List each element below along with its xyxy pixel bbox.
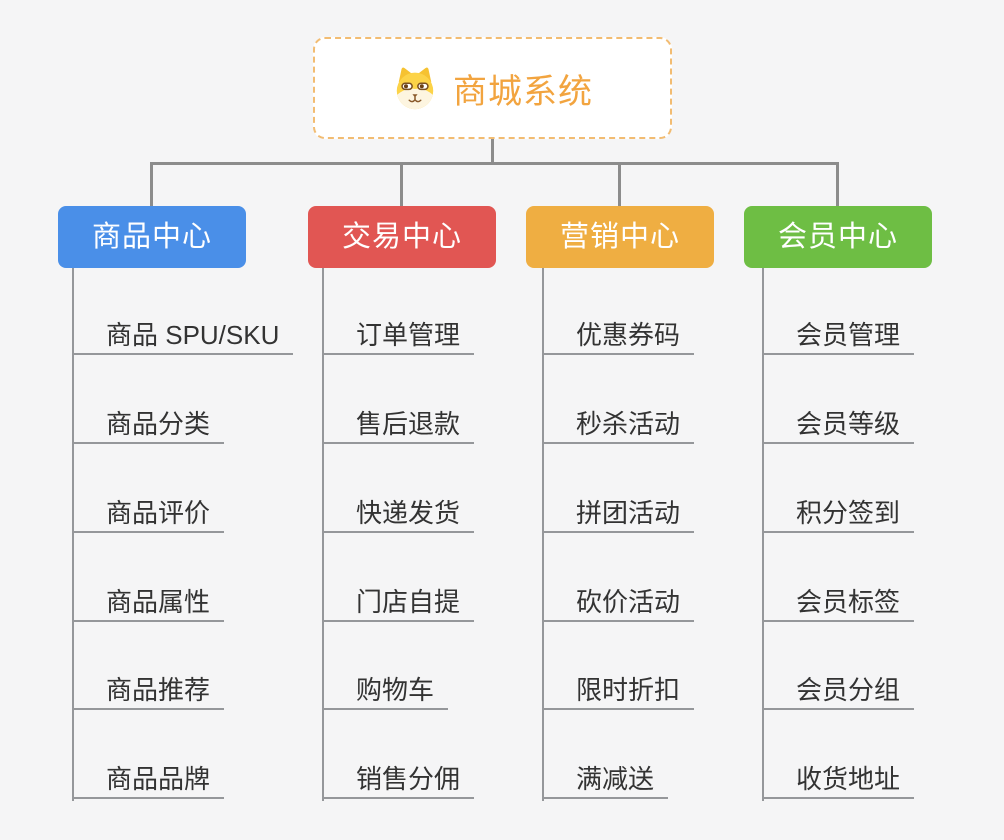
branch-node-product[interactable]: 商品中心: [58, 206, 246, 268]
leaf-node-product-1[interactable]: 商品 SPU/SKU: [72, 313, 294, 355]
connector-column-trade: [322, 268, 324, 801]
leaf-node-marketing-2[interactable]: 秒杀活动: [542, 402, 695, 444]
leaf-node-product-5[interactable]: 商品推荐: [72, 668, 225, 710]
root-node[interactable]: 商城系统: [313, 37, 672, 139]
leaf-node-product-6[interactable]: 商品品牌: [72, 757, 225, 799]
leaf-node-product-3[interactable]: 商品评价: [72, 491, 225, 533]
root-title: 商城系统: [453, 72, 593, 111]
connector-bus: [150, 162, 838, 165]
leaf-node-trade-6[interactable]: 销售分佣: [322, 757, 475, 799]
leaf-node-marketing-3[interactable]: 拼团活动: [542, 491, 695, 533]
leaf-node-member-2[interactable]: 会员等级: [762, 402, 915, 444]
connector-root-stem: [491, 139, 494, 163]
leaf-node-member-3[interactable]: 积分签到: [762, 491, 915, 533]
connector-column-member: [762, 268, 764, 801]
branch-node-marketing[interactable]: 营销中心: [526, 206, 714, 268]
leaf-node-product-2[interactable]: 商品分类: [72, 402, 225, 444]
leaf-node-member-6[interactable]: 收货地址: [762, 757, 915, 799]
branch-node-member[interactable]: 会员中心: [744, 206, 932, 268]
leaf-node-marketing-1[interactable]: 优惠券码: [542, 313, 695, 355]
leaf-node-trade-1[interactable]: 订单管理: [322, 313, 475, 355]
leaf-node-marketing-5[interactable]: 限时折扣: [542, 668, 695, 710]
leaf-node-member-1[interactable]: 会员管理: [762, 313, 915, 355]
leaf-node-trade-5[interactable]: 购物车: [322, 668, 449, 710]
leaf-node-product-4[interactable]: 商品属性: [72, 580, 225, 622]
leaf-node-trade-4[interactable]: 门店自提: [322, 580, 475, 622]
leaf-node-trade-3[interactable]: 快递发货: [322, 491, 475, 533]
branch-node-trade[interactable]: 交易中心: [308, 206, 496, 268]
connector-stem-member: [836, 162, 839, 206]
leaf-node-marketing-6[interactable]: 满减送: [542, 757, 669, 799]
dog-face-icon: [392, 65, 438, 111]
leaf-node-member-5[interactable]: 会员分组: [762, 668, 915, 710]
connector-column-product: [72, 268, 74, 801]
connector-stem-marketing: [618, 162, 621, 206]
connector-stem-trade: [400, 162, 403, 206]
leaf-node-trade-2[interactable]: 售后退款: [322, 402, 475, 444]
leaf-node-member-4[interactable]: 会员标签: [762, 580, 915, 622]
leaf-node-marketing-4[interactable]: 砍价活动: [542, 580, 695, 622]
connector-column-marketing: [542, 268, 544, 801]
connector-stem-product: [150, 162, 153, 206]
